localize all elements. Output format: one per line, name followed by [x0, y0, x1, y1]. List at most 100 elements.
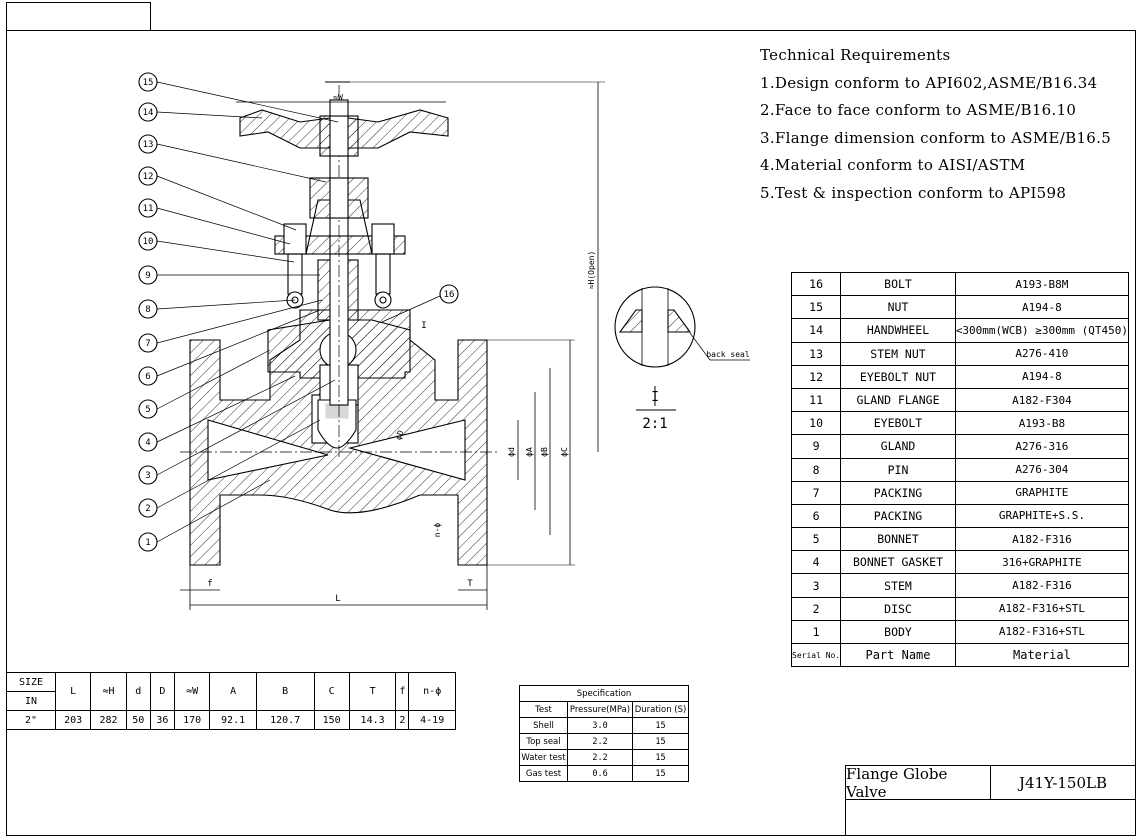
part-no: 12: [790, 364, 842, 389]
part-name: EYEBOLT NUT: [840, 364, 956, 389]
spec-test: Shell: [519, 717, 568, 734]
part-material: A182-F316+STL: [954, 619, 1130, 645]
part-material: A193-B8: [954, 411, 1130, 436]
part-name: STEM NUT: [840, 341, 956, 366]
part-name: DISC: [840, 596, 956, 621]
spec-header: Duration (S): [632, 701, 689, 718]
spec-duration: 15: [632, 733, 689, 750]
spec-test: Gas test: [519, 765, 568, 782]
part-material: <300mm(WCB) ≥300mm (QT450): [954, 318, 1130, 343]
part-material: A182-F316+STL: [954, 596, 1130, 621]
balloon-label: 12: [143, 172, 154, 182]
part-no: 11: [790, 387, 842, 413]
part-material: GRAPHITE: [954, 480, 1130, 505]
balloon-label: 16: [444, 290, 455, 300]
dim-D-label: ϕD: [394, 429, 406, 441]
balloon-label: 11: [143, 204, 154, 214]
detail-circle: [614, 286, 696, 368]
parts-header-name: Part Name: [840, 642, 956, 668]
balloon-label: 5: [145, 405, 150, 415]
part-no: 2: [790, 596, 842, 621]
spec-pressure: 0.6: [566, 765, 634, 782]
part-no: 8: [790, 457, 842, 482]
spec-duration: 15: [632, 749, 689, 766]
part-name: PACKING: [840, 503, 956, 529]
spec-test: Water test: [519, 749, 568, 766]
dim-value: 14.3: [348, 710, 397, 730]
dim-value: 50: [125, 710, 151, 730]
size-label: SIZE: [6, 672, 56, 692]
detail-id: I: [651, 390, 659, 405]
part-material: A182-F316: [954, 573, 1130, 598]
part-no: 14: [790, 318, 842, 343]
part-no: 15: [790, 295, 842, 320]
balloon-label: 15: [143, 78, 154, 88]
dim-value: 4-19: [408, 710, 456, 730]
back-seal-label: back seal: [706, 350, 750, 359]
part-balloons: [138, 72, 459, 552]
part-name: BODY: [840, 619, 956, 645]
part-no: 6: [790, 503, 842, 529]
dim-col-header: ≈W: [173, 672, 211, 711]
part-no: 5: [790, 527, 842, 552]
balloon-label: 6: [145, 372, 150, 382]
dim-col-header: C: [313, 672, 350, 711]
drawing-title: Flange Globe Valve: [846, 765, 991, 801]
dim-f-label: f: [207, 579, 212, 589]
part-no: 4: [790, 550, 842, 575]
dim-value: 150: [313, 710, 350, 730]
balloon-label: 13: [143, 140, 154, 150]
part-name: BONNET GASKET: [840, 550, 956, 575]
part-no: 9: [790, 434, 842, 459]
title-block: Flange Globe Valve J41Y-150LB: [845, 765, 1135, 835]
part-no: 10: [790, 411, 842, 436]
drawing-frame: [6, 30, 1136, 836]
dim-d-label: ϕd: [507, 447, 516, 457]
part-material: A194-8: [954, 364, 1130, 389]
part-name: BONNET: [840, 527, 956, 552]
part-material: A276-316: [954, 434, 1130, 459]
specification-table: Specification Test Pressure(MPa) Duratio…: [519, 685, 689, 782]
dim-value: 282: [90, 710, 127, 730]
part-material: A276-304: [954, 457, 1130, 482]
model-number: J41Y-150LB: [991, 766, 1135, 800]
corner-box: [6, 2, 151, 31]
parts-header-material: Material: [954, 642, 1130, 668]
dim-value: 2: [395, 710, 410, 730]
tech-item: 3.Flange dimension conform to ASME/B16.5: [760, 128, 1112, 147]
balloon-label: 2: [145, 504, 150, 514]
dim-a-label: ϕA: [525, 447, 534, 457]
dim-c-label: ϕC: [560, 447, 569, 457]
tech-item: 4.Material conform to AISI/ASTM: [760, 156, 1026, 174]
technical-requirements: Technical Requirements 1.Design conform …: [760, 42, 1111, 207]
part-name: HANDWHEEL: [840, 318, 956, 343]
part-material: A193-B8M: [954, 271, 1130, 297]
parts-header-no: Serial No.: [790, 642, 842, 668]
dim-col-header: B: [255, 672, 315, 711]
tech-item: 5.Test & inspection conform to API598: [760, 183, 1067, 202]
part-material: A194-8: [954, 295, 1130, 320]
part-name: PIN: [840, 457, 956, 482]
spec-pressure: 3.0: [566, 717, 634, 734]
dim-n-label: n-ϕ: [433, 523, 442, 538]
dim-col-header: L: [54, 672, 92, 711]
part-name: NUT: [840, 295, 956, 320]
dim-value: 120.7: [255, 710, 315, 730]
part-name: BOLT: [840, 271, 956, 297]
dim-l-label: L: [335, 594, 340, 604]
in-label: IN: [6, 691, 56, 711]
balloon-label: 9: [145, 271, 150, 281]
balloon-label: 7: [145, 339, 150, 349]
part-name: GLAND: [840, 434, 956, 459]
part-no: 1: [790, 619, 842, 645]
